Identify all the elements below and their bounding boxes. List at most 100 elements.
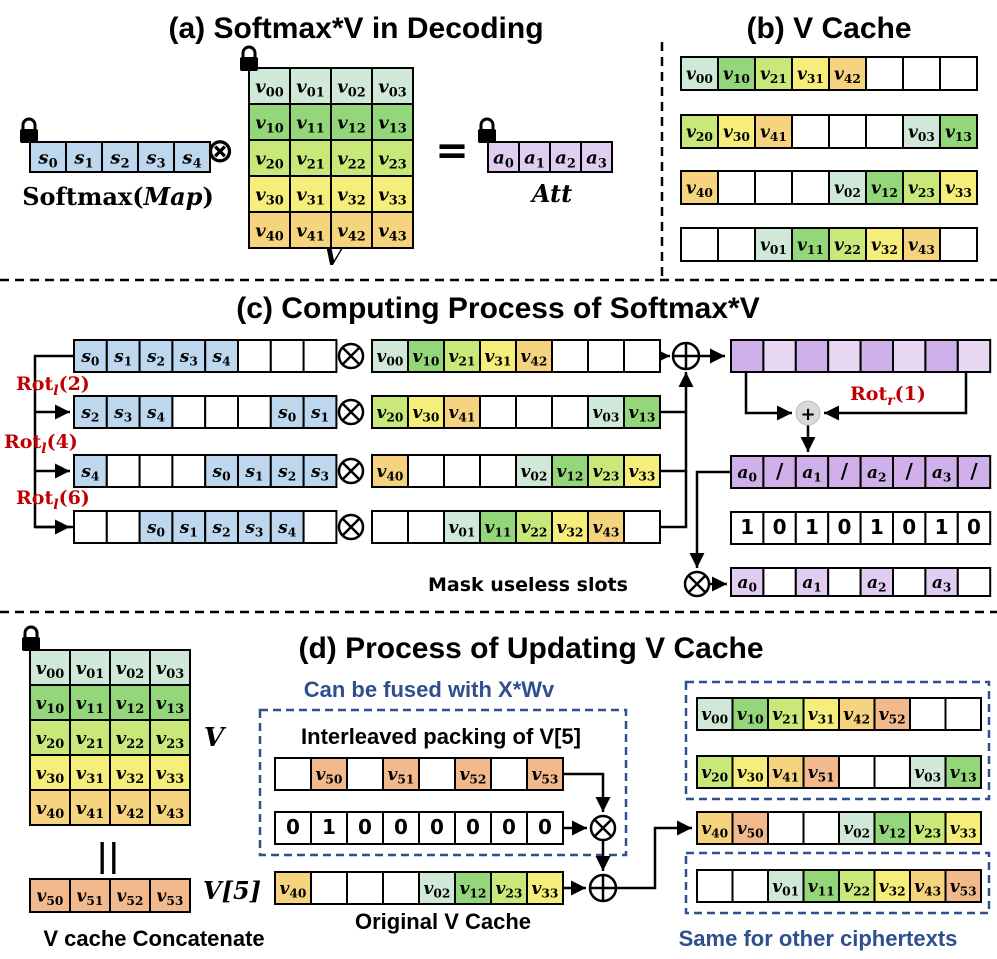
cell [731, 697, 769, 731]
svg-text:+: + [800, 404, 815, 425]
cell-label: v31 [296, 184, 325, 208]
cell [680, 114, 719, 149]
cell-label: v33 [156, 763, 185, 787]
cell-label: v41 [772, 763, 799, 785]
cell [873, 755, 911, 789]
cell [944, 811, 982, 845]
cell [909, 697, 947, 731]
cell-label: 0 [837, 515, 851, 539]
cell [802, 697, 840, 731]
cell [924, 339, 959, 373]
heading-softmax-v-decoding: (a) Softmax*V in Decoding [168, 12, 543, 45]
connector-arrow [744, 372, 792, 421]
concat-symbol: || [96, 836, 119, 874]
cell [346, 811, 384, 845]
lock-icon [240, 45, 258, 71]
softmax-label: Softmax(Map) [22, 182, 214, 211]
cell-label: v00 [255, 76, 284, 100]
cell-label: v23 [593, 462, 620, 484]
sum-result-row [730, 339, 992, 373]
matrix-cell [371, 175, 414, 213]
cell [696, 811, 734, 845]
cell-label: a3 [932, 463, 952, 485]
cell-label: v03 [914, 763, 941, 785]
cell [762, 511, 797, 545]
cell-label: 0 [902, 515, 916, 539]
cell-label: v11 [797, 235, 824, 257]
cell [827, 455, 862, 489]
rot-label-2: Rotl(2) [16, 373, 90, 399]
cell-label: v02 [834, 178, 861, 200]
cell-label: v13 [629, 403, 656, 425]
cell-label: v30 [255, 184, 284, 208]
rot-label-4: Rotl(4) [4, 431, 78, 457]
cell [443, 510, 481, 544]
cell-label: v31 [485, 347, 512, 369]
cell [269, 395, 305, 429]
cell-label: s3 [244, 518, 263, 540]
cell-label: v52 [879, 705, 906, 727]
cell [944, 755, 982, 789]
cell-label: v13 [945, 122, 972, 144]
cell-label: v53 [532, 765, 559, 787]
cell-label: v43 [378, 220, 407, 244]
cell [479, 454, 517, 488]
cell-label: v21 [296, 148, 325, 172]
add-op-icon [588, 873, 618, 903]
connector-arrow [660, 412, 688, 473]
cell [791, 170, 830, 205]
heading-v-cache: (b) V Cache [746, 12, 911, 45]
matrix-cell [149, 789, 191, 826]
cell [443, 454, 481, 488]
cell-label: v03 [378, 76, 407, 100]
cell-label: v12 [460, 879, 487, 901]
cell-label: v02 [521, 462, 548, 484]
cell-label: v03 [908, 122, 935, 144]
cell-label: s1 [244, 462, 263, 484]
tensor-op-icon [337, 398, 365, 426]
cell-label: v41 [296, 220, 325, 244]
cell-label: s4 [212, 347, 232, 369]
cell [138, 510, 174, 544]
cell [956, 339, 992, 373]
cell [105, 454, 141, 488]
cell [730, 339, 765, 373]
v-cache-concatenate-caption: V cache Concatenate [43, 926, 264, 951]
heading-computing-process: (c) Computing Process of Softmax*V [236, 292, 759, 325]
cell [371, 510, 409, 544]
cell [892, 339, 927, 373]
cell [310, 757, 348, 791]
cell-label: a1 [524, 147, 545, 171]
cell-label: v33 [629, 462, 656, 484]
cell-label: v22 [116, 728, 145, 752]
cell [346, 871, 384, 905]
cell-label: v01 [449, 518, 476, 540]
cell-label: v51 [808, 763, 835, 785]
cell-label: v01 [296, 76, 325, 100]
cell-label: v11 [76, 693, 105, 717]
cell [696, 869, 734, 903]
tensor-op-icon [337, 457, 365, 485]
cell-label: v02 [116, 658, 145, 682]
cell-label: v13 [378, 112, 407, 136]
cell-label: v50 [737, 819, 764, 841]
cell [865, 170, 904, 205]
mask-useless-slots-label: Mask useless slots [428, 574, 628, 596]
att-label: Att [530, 179, 572, 208]
cell-label: v41 [76, 798, 105, 822]
matrix-cell [371, 211, 414, 249]
cell-label: a0 [737, 463, 757, 485]
cell-label: a3 [932, 573, 952, 595]
cell-label: 0 [773, 515, 787, 539]
cell [490, 757, 528, 791]
cell-label: s3 [113, 403, 132, 425]
cell [909, 811, 947, 845]
cell [939, 227, 978, 262]
cell-label: v43 [914, 877, 941, 899]
cell [302, 395, 338, 429]
